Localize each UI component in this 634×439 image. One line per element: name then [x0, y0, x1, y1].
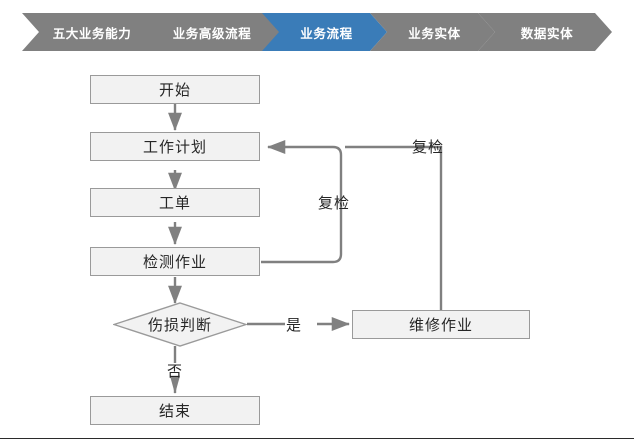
node-start[interactable]: 开始 [90, 75, 260, 104]
edge-label-no: 否 [167, 363, 184, 380]
edge-label-recheck-inspection: 复检 [318, 195, 351, 212]
breadcrumb-item-3-label: 业务流程 [300, 26, 353, 41]
node-work-plan[interactable]: 工作计划 [90, 132, 260, 161]
breadcrumb-item-4[interactable]: 业务实体 [370, 13, 495, 51]
breadcrumb: 五大业务能力 业务高级流程 业务流程 业务实体 数据实体 [0, 13, 634, 51]
node-work-order-label: 工单 [158, 195, 191, 212]
edge-repair-recheck-to-workplan [345, 145, 443, 310]
node-end[interactable]: 结束 [90, 396, 260, 425]
breadcrumb-item-5-label: 数据实体 [520, 26, 574, 41]
node-repair[interactable]: 维修作业 [352, 310, 530, 339]
node-damage-decision-label: 伤损判断 [147, 317, 212, 334]
breadcrumb-item-5[interactable]: 数据实体 [478, 13, 612, 51]
breadcrumb-item-2-label: 业务高级流程 [172, 26, 252, 41]
node-work-plan-label: 工作计划 [142, 139, 207, 156]
breadcrumb-item-3[interactable]: 业务流程 [262, 13, 387, 51]
node-end-label: 结束 [158, 403, 191, 420]
edge-label-yes: 是 [286, 317, 303, 334]
diamond-outline [113, 302, 247, 347]
edge-label-recheck-repair: 复检 [412, 139, 445, 156]
node-inspection[interactable]: 检测作业 [90, 247, 260, 276]
node-repair-label: 维修作业 [408, 317, 473, 334]
node-damage-decision[interactable]: 伤损判断 [113, 302, 247, 347]
breadcrumb-item-1-label: 五大业务能力 [52, 26, 132, 41]
breadcrumb-item-1[interactable]: 五大业务能力 [22, 13, 158, 51]
breadcrumb-item-2[interactable]: 业务高级流程 [140, 13, 280, 51]
node-start-label: 开始 [158, 82, 191, 99]
node-inspection-label: 检测作业 [142, 254, 207, 271]
breadcrumb-item-4-label: 业务实体 [408, 26, 461, 41]
node-work-order[interactable]: 工单 [90, 188, 260, 217]
